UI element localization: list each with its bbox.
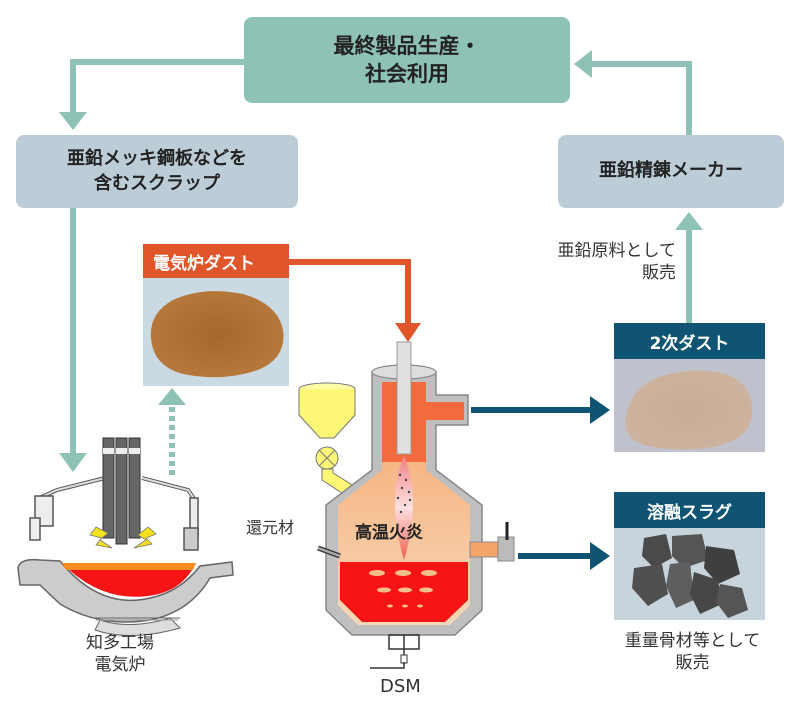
eaf-dust-photo	[143, 278, 289, 386]
scrap-box-line1: 亜鉛メッキ鋼板などを	[67, 148, 247, 170]
arrow-dsm-to-secdust	[471, 396, 610, 424]
molten-slag-photo	[614, 528, 765, 620]
galvanized-scrap-box: 亜鉛メッキ鋼板などを 含むスクラップ	[16, 135, 298, 208]
molten-slag-tag: 溶融スラグ	[614, 492, 765, 528]
zinc-sale-line1: 亜鉛原料として	[557, 241, 677, 261]
refiner-box-label: 亜鉛精錬メーカー	[599, 160, 743, 182]
secondary-dust-tag: 2次ダスト	[614, 323, 765, 359]
eaf-label: 知多工場 電気炉	[60, 632, 180, 676]
arrow-dsm-to-slag	[518, 542, 610, 570]
slag-sale-label: 重量骨材等として 販売	[590, 630, 795, 674]
zinc-sale-label: 亜鉛原料として 販売	[514, 240, 677, 284]
arrow-dust-to-dsm	[289, 259, 421, 342]
reductant-label: 還元材	[246, 518, 295, 537]
scrap-box-line2: 含むスクラップ	[94, 172, 220, 194]
lightning-icon	[133, 526, 157, 549]
arrow-refiner-to-top	[574, 50, 692, 135]
final-product-society-use-box: 最終製品生産・ 社会利用	[244, 17, 570, 103]
slag-sale-line2: 販売	[675, 653, 710, 674]
eaf-label-line2: 電気炉	[94, 655, 146, 676]
arrow-top-to-scrap	[59, 59, 244, 130]
top-box-line2: 社会利用	[365, 62, 449, 86]
secondary-dust-photo	[614, 359, 765, 452]
eaf-dust-tag: 電気炉ダスト	[143, 244, 289, 278]
dsm-illustration	[298, 341, 515, 669]
eaf-label-line1: 知多工場	[86, 633, 154, 653]
high-temp-flame-label: 高温火炎	[355, 523, 423, 543]
top-box-line1: 最終製品生産・	[333, 33, 481, 58]
eaf-illustration	[17, 437, 234, 636]
slag-sale-line1: 重量骨材等として	[624, 631, 761, 651]
zinc-refiner-box: 亜鉛精錬メーカー	[558, 135, 784, 208]
dsm-label: DSM	[380, 676, 421, 697]
arrow-secdust-to-refiner	[675, 212, 703, 323]
zinc-sale-line2: 販売	[642, 263, 676, 284]
arrow-scrap-to-eaf	[59, 208, 87, 472]
lightning-icon	[89, 526, 113, 549]
arrow-eaf-to-dust-dotted	[158, 388, 186, 475]
